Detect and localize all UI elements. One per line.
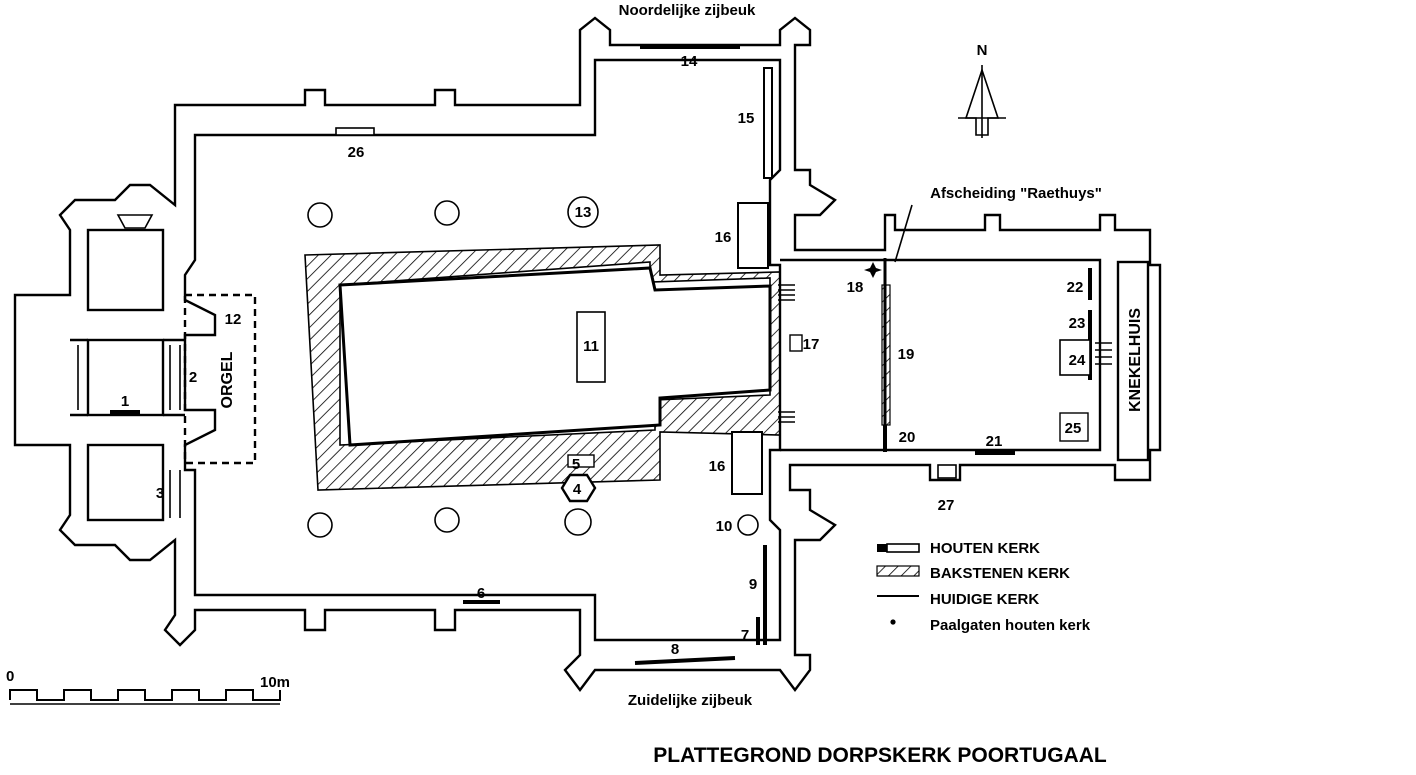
north-label: N [977, 42, 988, 59]
stairs [778, 284, 1112, 423]
num-10: 10 [716, 518, 733, 535]
num-3: 3 [156, 485, 164, 502]
num-2: 2 [189, 369, 197, 386]
num-1: 1 [121, 393, 129, 410]
num-27: 27 [938, 497, 955, 514]
features [77, 45, 1092, 665]
legend-label-houten: HOUTEN KERK [930, 540, 1040, 557]
scale-bar: 0 10m [6, 668, 290, 705]
num-21: 21 [986, 433, 1003, 450]
partition-pointer [894, 204, 913, 263]
num-13: 13 [575, 204, 592, 221]
num-19: 19 [898, 346, 915, 363]
legend-item-huidig: HUIDIGE KERK [877, 591, 1039, 608]
num-17: 17 [803, 336, 820, 353]
organ-label: ORGEL [219, 351, 236, 408]
ossuary [1116, 260, 1150, 462]
north-arrow-icon: N [958, 42, 1006, 138]
scale-start: 0 [6, 668, 14, 685]
num-7: 7 [741, 627, 749, 644]
wooden-church-outline [338, 266, 772, 447]
num-16-south: 16 [709, 458, 726, 475]
num-25: 25 [1065, 420, 1082, 437]
legend-item-paalgaten: Paalgaten houten kerk [890, 617, 1091, 634]
num-20: 20 [899, 429, 916, 446]
num-26: 26 [348, 144, 365, 161]
feature-numbers: 1 2 3 4 5 6 7 8 9 10 11 12 13 14 15 16 1… [121, 53, 1086, 658]
num-11: 11 [583, 338, 599, 355]
num-16-north: 16 [715, 229, 732, 246]
num-5: 5 [572, 456, 580, 473]
num-4: 4 [573, 481, 582, 498]
legend-item-baksteen: BAKSTENEN KERK [876, 565, 1070, 582]
num-24: 24 [1069, 352, 1086, 369]
ossuary-label: KNEKELHUIS [1127, 308, 1144, 412]
legend-label-baksteen: BAKSTENEN KERK [930, 565, 1070, 582]
num-8: 8 [671, 641, 679, 658]
plan-title: PLATTEGROND DORPSKERK POORTUGAAL [653, 744, 1107, 767]
scale-end: 10m [260, 674, 290, 691]
num-18: 18 [847, 279, 864, 296]
current-church-walls [13, 16, 1162, 692]
num-9: 9 [749, 576, 757, 593]
num-23: 23 [1069, 315, 1086, 332]
num-22: 22 [1067, 279, 1084, 296]
partition-label: Afscheiding "Raethuys" [930, 185, 1102, 202]
num-15: 15 [738, 110, 755, 127]
legend-item-houten: HOUTEN KERK [877, 540, 1040, 557]
num-12: 12 [225, 311, 242, 328]
south-aisle-label: Zuidelijke zijbeuk [628, 692, 753, 709]
num-6: 6 [477, 585, 485, 602]
legend-label-huidig: HUIDIGE KERK [930, 591, 1039, 608]
north-aisle-label: Noordelijke zijbeuk [619, 2, 756, 19]
legend: HOUTEN KERK BAKSTENEN KERK HUIDIGE KERK … [876, 540, 1091, 634]
num-14: 14 [681, 53, 698, 70]
legend-label-paalgaten: Paalgaten houten kerk [930, 617, 1091, 634]
